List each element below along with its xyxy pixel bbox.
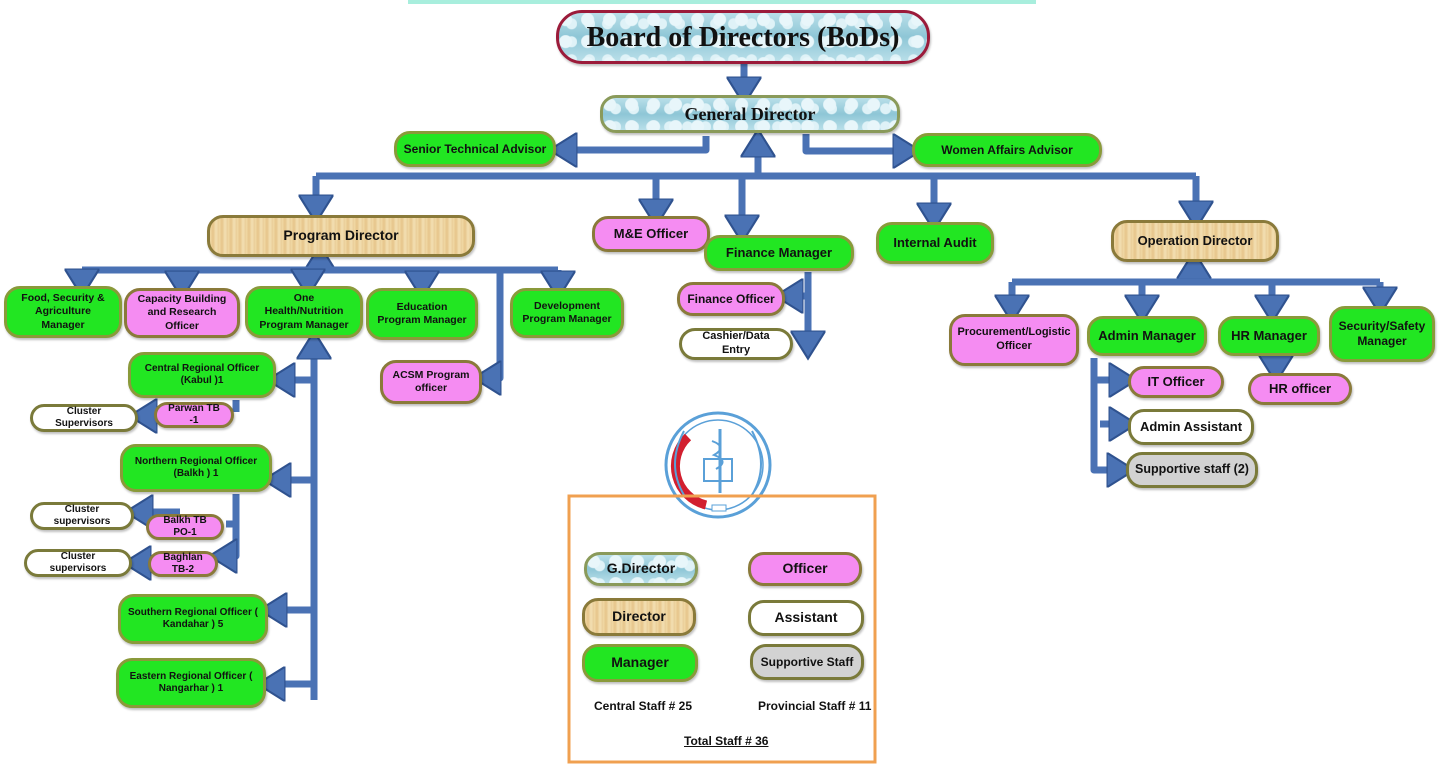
legend-assistant: Assistant: [748, 600, 864, 636]
baghlan-tb-label: Baghlan TB-2: [163, 551, 203, 576]
parwan-tb-box[interactable]: Parwan TB -1: [154, 402, 234, 428]
connector-admin-trunk: [1090, 358, 1122, 470]
me-officer-label: M&E Officer: [613, 225, 689, 241]
southern-regional-officer-box[interactable]: Southern Regional Officer ( Kandahar ) 5: [118, 594, 268, 644]
it-officer-box[interactable]: IT Officer: [1128, 366, 1224, 398]
baghlan-tb-box[interactable]: Baghlan TB-2: [148, 551, 218, 577]
connector-north-to-balkh: [226, 508, 240, 528]
procurement-officer-box[interactable]: Procurement/Logistic Officer: [949, 314, 1079, 366]
acsm-officer-box[interactable]: ACSM Program officer: [380, 360, 482, 404]
legend-manager-label: Manager: [611, 654, 669, 671]
security-manager-box[interactable]: Security/Safety Manager: [1329, 306, 1435, 362]
connector-gd-to-waa: [802, 134, 908, 151]
eastern-regional-officer-label: Eastern Regional Officer ( Nangarhar ) 1: [129, 670, 253, 695]
legend-frame: [567, 494, 877, 764]
cluster-supervisors-2-label: Cluster supervisors: [53, 503, 111, 528]
northern-regional-officer-label: Northern Regional Officer (Balkh ) 1: [134, 455, 258, 480]
central-regional-officer-box[interactable]: Central Regional Officer (Kabul )1: [128, 352, 276, 398]
admin-assistant-label: Admin Assistant: [1139, 418, 1243, 434]
central-regional-officer-label: Central Regional Officer (Kabul )1: [144, 362, 260, 387]
development-manager-box[interactable]: Development Program Manager: [510, 288, 624, 338]
legend-officer-label: Officer: [782, 560, 828, 577]
northern-regional-officer-box[interactable]: Northern Regional Officer (Balkh ) 1: [120, 444, 272, 492]
general-director-box[interactable]: General Director: [600, 95, 900, 133]
acsm-officer-label: ACSM Program officer: [392, 368, 470, 394]
top-banner: [408, 0, 1036, 4]
board-of-directors-label: Board of Directors (BoDs): [586, 21, 900, 53]
general-director-label: General Director: [684, 103, 816, 124]
hr-manager-label: HR Manager: [1231, 327, 1307, 343]
southern-regional-officer-label: Southern Regional Officer ( Kandahar ) 5: [127, 606, 258, 631]
legend-supportive-staff: Supportive Staff: [750, 644, 864, 680]
cashier-data-entry-box[interactable]: Cashier/Data Entry: [679, 328, 793, 360]
cluster-supervisors-2-box[interactable]: Cluster supervisors: [30, 502, 134, 530]
finance-officer-box[interactable]: Finance Officer: [677, 282, 785, 316]
security-manager-label: Security/Safety Manager: [1338, 319, 1426, 348]
operation-director-label: Operation Director: [1137, 232, 1253, 248]
capacity-building-officer-box[interactable]: Capacity Building and Research Officer: [124, 288, 240, 338]
cluster-supervisors-3-box[interactable]: Cluster supervisors: [24, 549, 132, 577]
total-staff-count: Total Staff # 36: [684, 734, 769, 748]
central-staff-count: Central Staff # 25: [594, 699, 693, 713]
connector-gd-to-sta: [562, 136, 710, 150]
hr-officer-label: HR officer: [1268, 380, 1332, 396]
admin-manager-box[interactable]: Admin Manager: [1087, 316, 1207, 356]
hr-officer-box[interactable]: HR officer: [1248, 373, 1352, 405]
program-director-label: Program Director: [283, 227, 399, 244]
senior-technical-advisor-label: Senior Technical Advisor: [403, 141, 547, 156]
board-of-directors-box[interactable]: Board of Directors (BoDs): [556, 10, 930, 64]
legend-supportive-staff-label: Supportive Staff: [760, 654, 854, 669]
eastern-regional-officer-box[interactable]: Eastern Regional Officer ( Nangarhar ) 1: [116, 658, 266, 708]
legend-assistant-label: Assistant: [774, 609, 838, 626]
cluster-supervisors-1-box[interactable]: Cluster Supervisors: [30, 404, 138, 432]
finance-manager-box[interactable]: Finance Manager: [704, 235, 854, 271]
internal-audit-box[interactable]: Internal Audit: [876, 222, 994, 264]
parwan-tb-label: Parwan TB -1: [168, 402, 220, 427]
one-health-manager-box[interactable]: One Health/Nutrition Program Manager: [245, 286, 363, 338]
food-security-manager-box[interactable]: Food, Security & Agriculture Manager: [4, 286, 122, 338]
legend-director-label: Director: [612, 608, 666, 625]
supportive-staff-label: Supportive staff (2): [1135, 462, 1249, 477]
education-manager-label: Education Program Manager: [377, 300, 467, 326]
supportive-staff-box[interactable]: Supportive staff (2): [1126, 452, 1258, 488]
women-affairs-advisor-label: Women Affairs Advisor: [941, 142, 1073, 157]
connector-pb-acsm: [486, 270, 504, 378]
it-officer-label: IT Officer: [1147, 373, 1205, 389]
finance-manager-label: Finance Manager: [725, 244, 833, 260]
me-officer-box[interactable]: M&E Officer: [592, 216, 710, 252]
admin-manager-label: Admin Manager: [1098, 327, 1196, 343]
development-manager-label: Development Program Manager: [522, 299, 612, 325]
legend-g-director: G.Director: [584, 552, 698, 586]
organization-logo: [664, 411, 772, 519]
operation-director-box[interactable]: Operation Director: [1111, 220, 1279, 262]
capacity-building-officer-label: Capacity Building and Research Officer: [137, 293, 227, 332]
provincial-staff-count: Provincial Staff # 11: [758, 699, 872, 713]
admin-assistant-box[interactable]: Admin Assistant: [1128, 409, 1254, 445]
legend-g-director-label: G.Director: [606, 560, 676, 577]
legend-manager: Manager: [582, 644, 698, 682]
program-director-box[interactable]: Program Director: [207, 215, 475, 257]
food-security-manager-label: Food, Security & Agriculture Manager: [21, 292, 105, 331]
education-manager-box[interactable]: Education Program Manager: [366, 288, 478, 340]
cashier-data-entry-label: Cashier/Data Entry: [702, 330, 770, 356]
finance-officer-label: Finance Officer: [687, 291, 775, 306]
one-health-manager-label: One Health/Nutrition Program Manager: [259, 292, 349, 331]
legend-director: Director: [582, 598, 696, 636]
cluster-supervisors-3-label: Cluster supervisors: [49, 550, 107, 575]
balkh-tb-label: Balkh TB PO-1: [163, 514, 207, 539]
hr-manager-box[interactable]: HR Manager: [1218, 316, 1320, 356]
senior-technical-advisor-box[interactable]: Senior Technical Advisor: [394, 131, 556, 167]
legend-officer: Officer: [748, 552, 862, 586]
women-affairs-advisor-box[interactable]: Women Affairs Advisor: [912, 133, 1102, 167]
procurement-officer-label: Procurement/Logistic Officer: [957, 326, 1071, 352]
balkh-tb-box[interactable]: Balkh TB PO-1: [146, 514, 224, 540]
cluster-supervisors-1-label: Cluster Supervisors: [55, 405, 113, 430]
internal-audit-label: Internal Audit: [893, 234, 977, 250]
